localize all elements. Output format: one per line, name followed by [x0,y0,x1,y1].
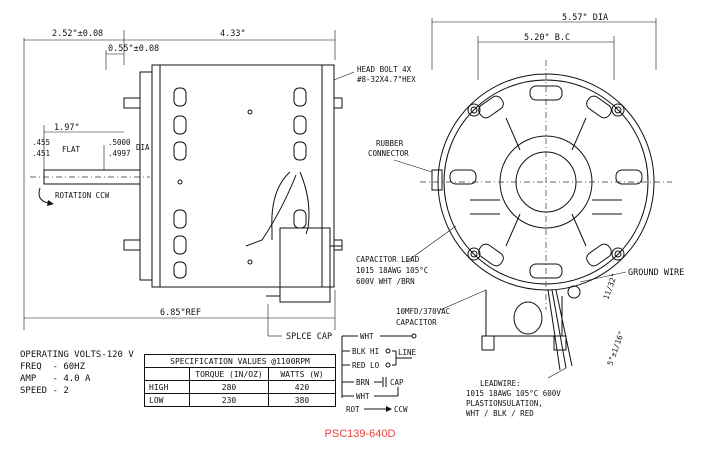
dim-shaft-dia-a: .5000 [108,138,131,147]
dim-overall-ref: 6.85"REF [160,308,201,318]
dim-overall-left: 2.52"±0.08 [52,29,103,39]
leadwire-label-4: WHT / BLK / RED [466,409,534,418]
mount-bracket [485,290,563,337]
splice-cap-box [279,227,331,303]
wiring-ccw: CCW [394,405,408,414]
dim-front-dia: 5.57" DIA [562,13,608,23]
end-bell-spokes [449,85,643,279]
spec-col-watts: WATTS (W) [268,367,336,381]
flat-label: FLAT [62,145,81,154]
dim-shaft-length: 1.97" [54,123,80,133]
vent-slots [173,87,307,279]
side-view: 2.52"±0.08 4.33" 0.55"±0.08 [23,29,416,342]
dim-mount: 0.55"±0.08 [108,44,159,54]
bolt-holes [467,103,625,261]
ground-wire-label: GROUND WIRE [628,268,684,278]
spec-speed: HIGH [144,380,190,394]
spec-table: SPECIFICATION VALUES @1100RPM TORQUE (IN… [144,354,336,407]
table-row: LOW 230 380 [144,393,336,407]
wiring-wht: WHT [360,332,374,341]
spec-speed: LOW [144,393,190,407]
wiring-brn: BRN [356,378,370,387]
dim-body: 4.33" [220,29,246,39]
leadwire-label-3: PLASTIONSULATION, [466,399,543,408]
dim-front-bc: 5.20" B.C [524,33,570,43]
head-bolt-label-1: HEAD BOLT 4X [357,65,412,74]
leadwire-label-1: LEADWIRE: [480,379,521,388]
rubber-label-1: RUBBER [376,139,404,148]
operating-ratings: OPERATING VOLTS-120 V FREQ - 60HZ AMP - … [20,349,134,397]
cap-lead-label-1: CAPACITOR LEAD [356,255,420,264]
wiring-diagram: WHT BLK HI RED LO LINE BRN CAP WHT ROT C… [341,332,417,414]
spec-watts: 420 [268,380,336,394]
head-bolt-label-2: #8-32X4.7"HEX [357,75,416,84]
spec-col-torque: TORQUE (IN/OZ) [189,367,269,381]
spec-header-blank [144,367,190,381]
splice-cap-label: SPLCE CAP [286,332,332,342]
front-view: 5.57" DIA 5.20" B.C [356,13,684,418]
rotation-arrow-icon [38,187,49,204]
spec-torque: 230 [189,393,269,407]
leadwire-label-2: 1015 18AWG 105°C 600V [466,389,561,398]
spec-watts: 380 [268,393,336,407]
dim-flat-b: .451 [32,149,50,158]
dia-label: DIA [136,143,150,152]
capacitor-label-2: CAPACITOR [396,318,437,327]
dim-a: 11/32" [601,272,619,301]
spec-table-title: SPECIFICATION VALUES @1100RPM [144,354,336,368]
capacitor-label-1: 10MFD/370VAC [396,307,450,316]
wiring-cap: CAP [390,378,404,387]
rating-volts: OPERATING VOLTS-120 V [20,350,134,360]
wiring-line: LINE [398,348,417,357]
cap-lead-label-2: 1015 18AWG 105°C [356,266,428,275]
rating-amp: AMP - 4.0 A [20,374,91,384]
rubber-label-2: CONNECTOR [368,149,409,158]
wiring-wht2: WHT [356,392,370,401]
rating-speed: SPEED - 2 [20,386,69,396]
rating-freq: FREQ - 60HZ [20,362,86,372]
model-code: PSC139-640D [324,428,396,440]
dim-b: 5°±1/16" [605,330,626,367]
dim-shaft-dia-b: .4997 [108,149,131,158]
spec-torque: 280 [189,380,269,394]
dim-flat-a: .455 [32,138,50,147]
wiring-rot: ROT [346,405,360,414]
wiring-blk: BLK HI [352,347,379,356]
table-row: HIGH 280 420 [144,380,336,394]
cap-lead-label-3: 600V WHT /BRN [356,277,415,286]
rotation-label: ROTATION CCW [55,191,110,200]
wiring-red: RED LO [352,361,380,370]
